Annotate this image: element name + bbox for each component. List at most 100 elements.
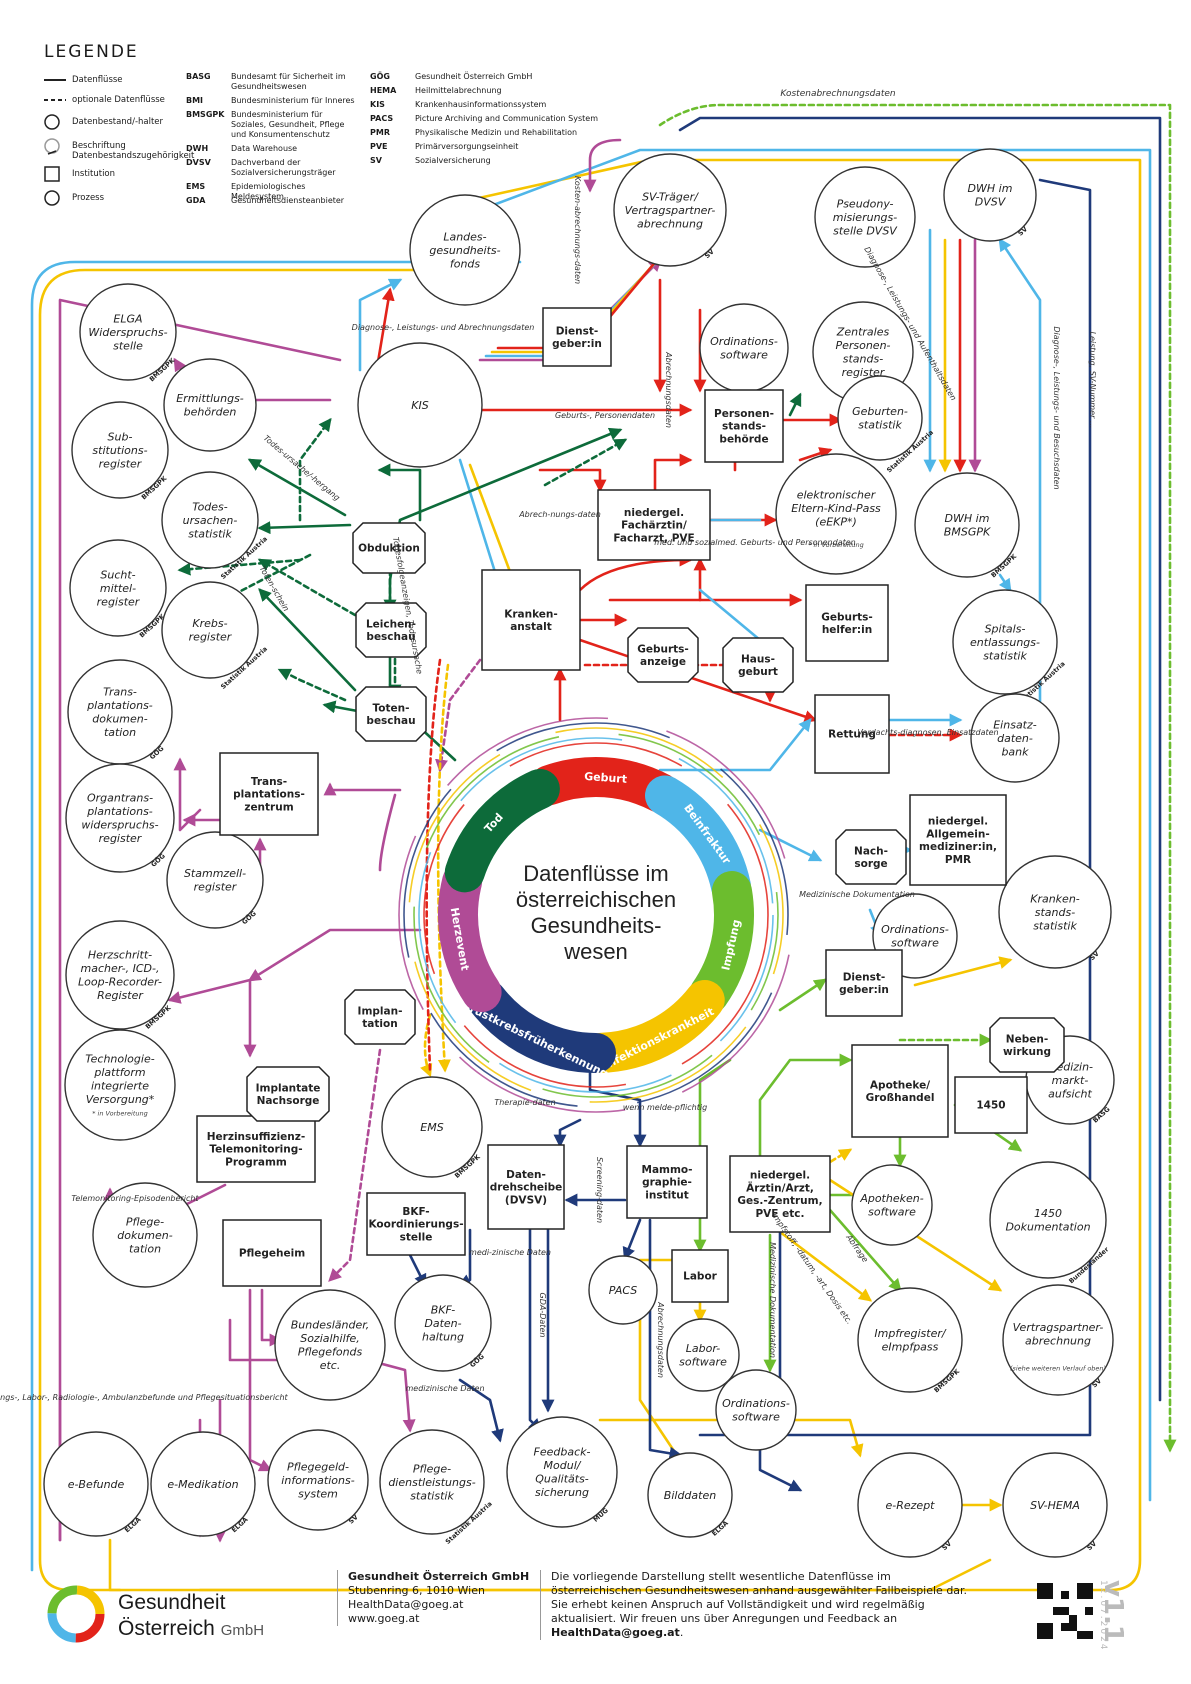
institution-personenstandsbehoerde[interactable]: Personen-stands-behörde [704,389,784,463]
institution-mammographieinstitut[interactable]: Mammo-graphie-institut [626,1145,708,1219]
node-text: beschau [366,715,415,727]
datastore-ordinationssoftware-top[interactable]: Ordinations-software [699,303,789,393]
node-text: Pflegefonds [298,1346,363,1359]
process-geburtsanzeige[interactable]: Geburts-anzeige [627,627,699,683]
disclaimer-text: Die vorliegende Darstellung stellt wesen… [551,1570,968,1625]
institution-labor[interactable]: Labor [671,1249,729,1303]
flow-label-todesursache: Todes-ursache/-hergang [262,434,342,503]
institution-geburtshelfer[interactable]: Geburts-helfer:in [805,584,889,662]
datastore-einsatzdatenbank[interactable]: Einsatz-daten-bank [970,693,1060,783]
institution-rettung[interactable]: Rettung [814,694,890,774]
node-text: Allgemein- [926,828,989,840]
node-text: plantations- [86,805,153,818]
flow-line [828,1208,902,1292]
legend-symbol-circle-tag [44,138,60,155]
flow-label-leistung-sv-nummer: Leistung, SV-Nummer ... [1088,332,1097,429]
institution-apotheke[interactable]: Apotheke/Großhandel [851,1044,949,1138]
datastore-landesgesundheitsfonds[interactable]: Landes-gesundheits-fonds [409,194,521,306]
node-text: bank [1001,745,1029,758]
flow-line [377,463,422,522]
node-text: Pflege- [126,1215,164,1228]
institution-niedergel-facharzt[interactable]: niedergel.Fachärztin/Facharzt, PVE [597,489,711,561]
node-text: Trans- [103,686,137,699]
institution-niedergel-allgemein[interactable]: niedergel.Allgemein-mediziner:in,PMR [909,794,1007,886]
datastore-organtransplantationswiderspruch[interactable]: Organtrans-plantations-widerspruchs-regi… [65,763,175,873]
org-email[interactable]: HealthData@goeg.at [348,1598,464,1611]
process-nachsorge[interactable]: Nach-sorge [835,829,907,885]
flow-line [248,1288,273,1472]
datastore-pacs[interactable]: PACS [588,1255,658,1325]
institution-bkf-koordinierungsstelle[interactable]: BKF-Koordinierungs-stelle [366,1192,466,1256]
process-totenbeschau[interactable]: Toten-beschau [355,686,427,742]
datastore-vertragspartnerabrechnung[interactable]: Vertragspartner-abrechnung(siehe weitere… [1002,1284,1114,1396]
datastore-technologieplattform[interactable]: Technologie-plattformintegrierteVersorgu… [64,1029,176,1141]
node-text: Fachärztin/ [621,520,687,532]
process-nebenwirkung[interactable]: Neben-wirkung [989,1017,1065,1073]
institution-transplantationszentrum[interactable]: Trans-plantations-zentrum [219,752,319,836]
institution-herzinsuffizienz[interactable]: Herzinsuffizienz-Telemonitoring-Programm [196,1115,316,1183]
node-text: misierungs- [833,211,898,224]
node-note: (siehe weiteren Verlauf oben) [1010,1364,1106,1372]
qr-code-icon[interactable] [1037,1583,1093,1639]
datastore-kis[interactable]: KIS [357,342,483,468]
datastore-pflegedienstleistungsstatistik[interactable]: Pflege-dienstleistungs-statistikStatisti… [379,1429,494,1546]
process-leichenbeschau[interactable]: Leichen-beschau [355,602,427,658]
flow-line [257,558,357,617]
node-text: Bundesländer, [291,1319,370,1332]
process-implantation[interactable]: Implan-tation [344,989,416,1045]
node-text: tation [129,1242,161,1255]
institution-niedergel-aerztin[interactable]: niedergel.Ärztin/Arzt,Ges.-Zentrum,PVE e… [729,1155,831,1233]
institution-1450[interactable]: 1450 [954,1076,1028,1134]
disclaimer-email[interactable]: HealthData@goeg.at [551,1626,680,1639]
datastore-ordinationssoftware-bottom[interactable]: Ordinations-software [715,1369,797,1451]
flow-line [798,447,833,462]
flow-label-entlassungs: Entlassungs-, Labor-, Radiologie-, Ambul… [0,1393,289,1402]
datastore-laborsoftware[interactable]: Labor-software [666,1318,740,1392]
node-text: entlassungs- [970,636,1040,649]
node-text: BMSGPK [944,526,991,539]
institution-dienstgeber-mid[interactable]: Dienst-geber:in [825,949,903,1017]
legend-abbr: PACS [370,114,394,123]
datastore-herzschrittmacher[interactable]: Herzschritt-macher-, ICD-,Loop-Recorder-… [65,920,175,1031]
org-web[interactable]: www.goeg.at [348,1612,420,1625]
datastore-ermittlungsbehoerden[interactable]: Ermittlungs-behörden [163,358,257,452]
process-hausgeburt[interactable]: Haus-geburt [722,637,794,693]
flow-line [598,1418,864,1458]
flow-line [913,956,1013,987]
institution-dienstgeber-top[interactable]: Dienst-geber:in [542,307,612,367]
datastore-pflegedokumentation[interactable]: Pflege-dokumen-tation [92,1182,198,1288]
institution-krankenanstalt[interactable]: Kranken-anstalt [481,569,581,671]
institution-datendrehscheibe[interactable]: Daten-drehscheibe(DVSV) [487,1144,565,1230]
institution-pflegeheim[interactable]: Pflegeheim [222,1219,322,1287]
process-obduktion[interactable]: Obduktion [352,522,426,574]
datastore-apothekensoftware[interactable]: Apotheken-software [851,1164,933,1246]
datastore-pseudonymisierung[interactable]: Pseudony-misierungs-stelle DVSV [814,166,916,268]
node-text: statistik [858,419,902,432]
